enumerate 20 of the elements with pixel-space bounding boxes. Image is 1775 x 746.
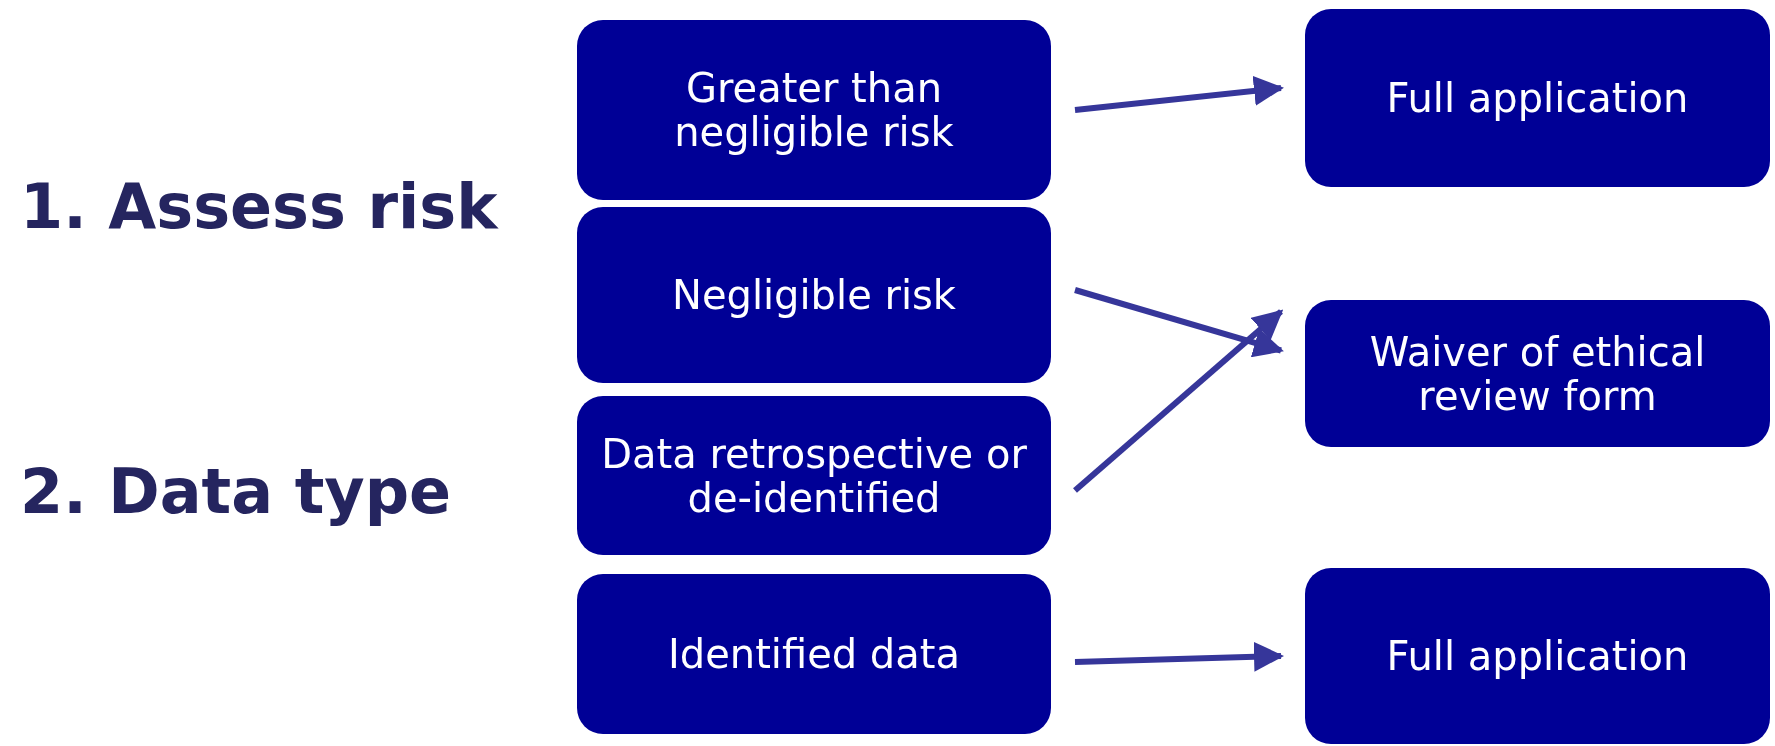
box-text: Negligible risk — [671, 273, 956, 317]
box-text: Full application — [1386, 634, 1689, 678]
step-heading: 1. Assess risk — [20, 170, 498, 243]
box-text: Full application — [1386, 76, 1689, 120]
box-text: Greater than negligible risk — [673, 66, 955, 154]
box-text: Data retrospective or de-identified — [600, 431, 1028, 520]
arrow — [1074, 641, 1284, 672]
process-box — [577, 574, 1051, 734]
process-box — [1305, 9, 1770, 187]
arrow — [1073, 309, 1284, 493]
box-text: Identified data — [668, 632, 960, 676]
step-heading: 2. Data type — [20, 455, 452, 528]
process-box — [1305, 300, 1770, 447]
box-text: Waiver of ethical review form — [1368, 329, 1707, 418]
arrow — [1074, 75, 1284, 113]
process-box — [577, 396, 1051, 555]
process-box — [577, 207, 1051, 383]
process-box — [577, 20, 1051, 200]
process-box — [1305, 568, 1770, 744]
arrow — [1074, 287, 1284, 358]
